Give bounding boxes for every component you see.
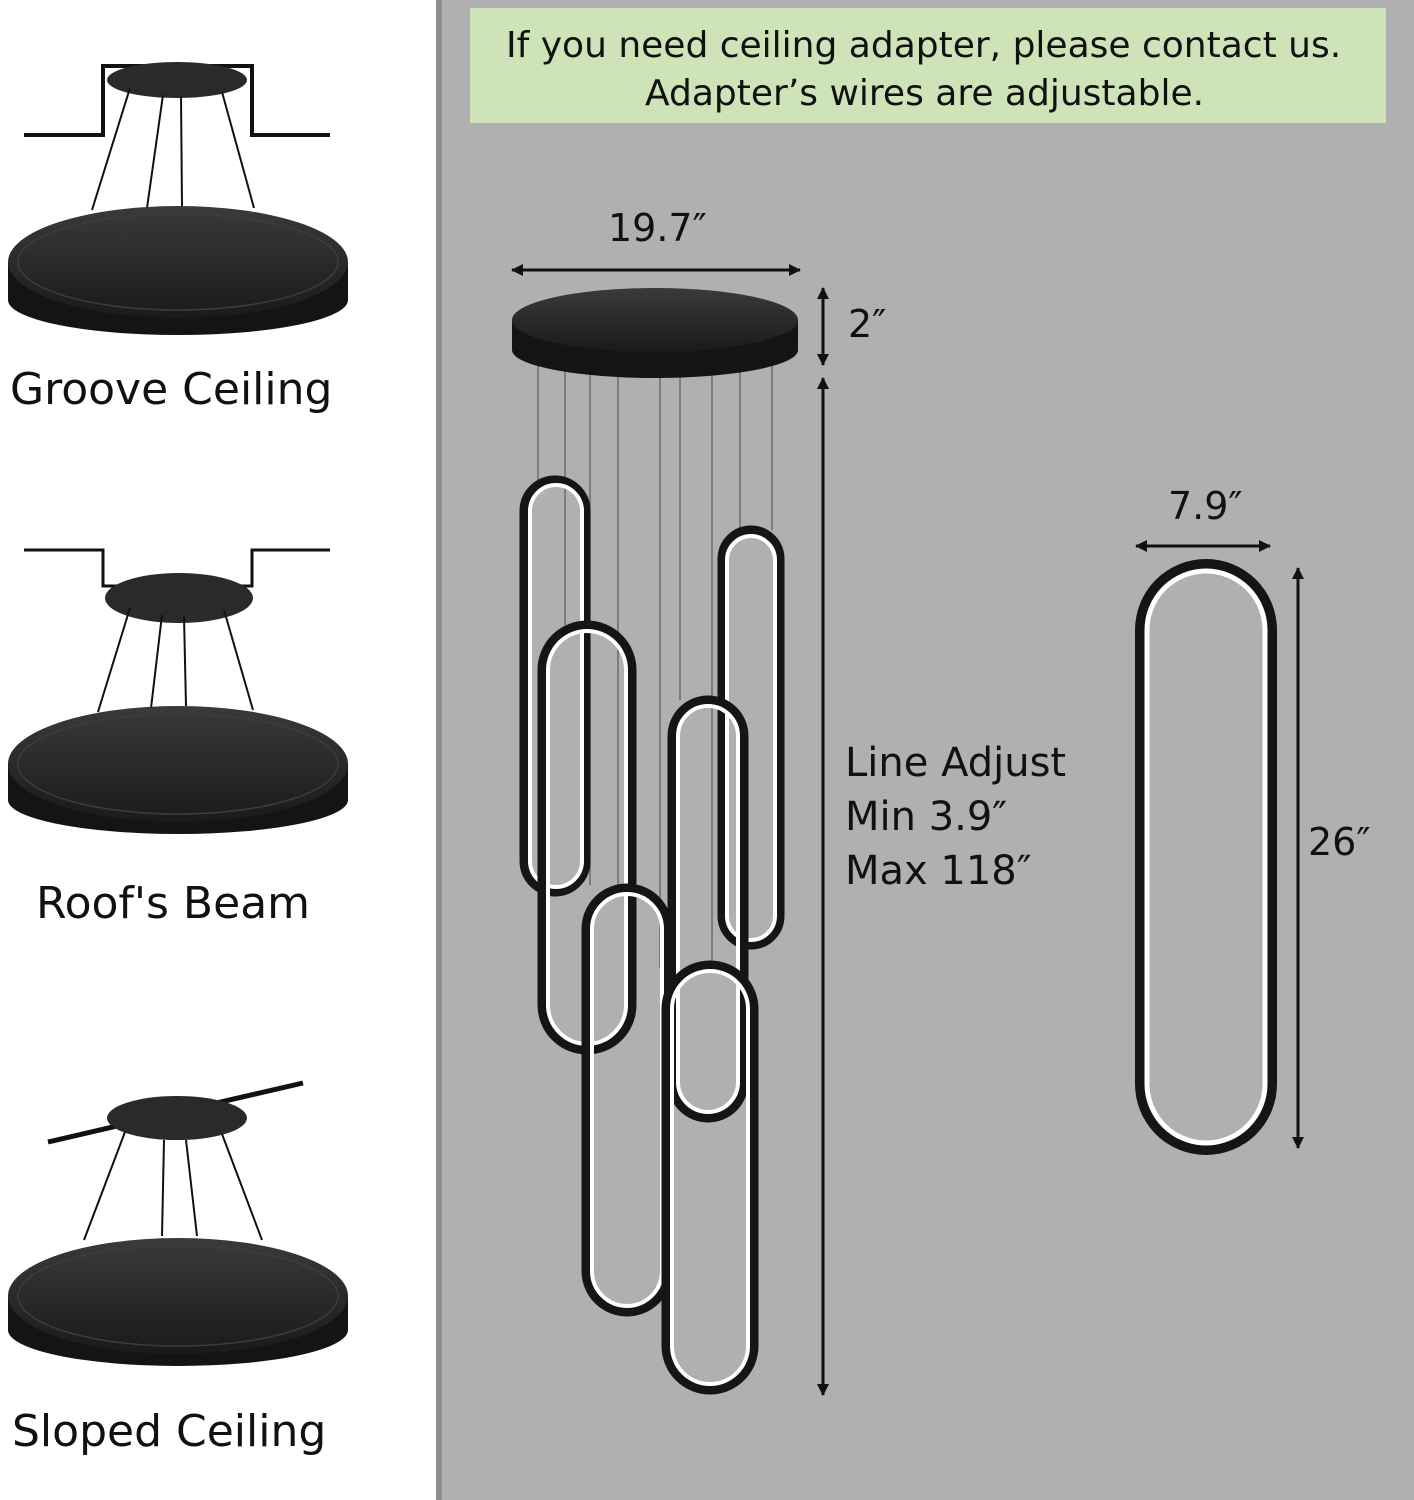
canopy-diameter-label: 19.7″ [608, 206, 707, 250]
sloped-canopy [107, 1096, 247, 1140]
ring-width-label: 7.9″ [1168, 484, 1243, 528]
beam-canopy [105, 573, 253, 623]
chandelier-canopy [512, 288, 798, 352]
groove-ceiling-diagram [8, 62, 348, 335]
single-ring-diagram [1135, 540, 1304, 1155]
notice-line-1: If you need ceiling adapter, please cont… [506, 25, 1342, 66]
adapter-notice: If you need ceiling adapter, please cont… [470, 8, 1386, 123]
line-adjust-min: Min 3.9″ [845, 794, 1008, 840]
ring-height-label: 26″ [1308, 820, 1371, 864]
canopy-height-label: 2″ [848, 302, 887, 346]
roofs-beam-label: Roof's Beam [36, 878, 311, 929]
groove-canopy [107, 62, 247, 98]
notice-line-2: Adapter’s wires are adjustable. [645, 73, 1205, 114]
line-adjust-block: Line Adjust Min 3.9″ Max 118″ [845, 736, 1066, 898]
line-adjust-title: Line Adjust [845, 740, 1067, 786]
panel-divider [436, 0, 442, 1500]
light-rings [519, 475, 785, 1395]
dimensions-panel [442, 0, 1414, 1500]
groove-disc [8, 206, 348, 318]
sloped-disc [8, 1238, 348, 1354]
sloped-ceiling-diagram [8, 1080, 348, 1366]
line-adjust-max: Max 118″ [845, 848, 1032, 894]
beam-disc [8, 706, 348, 822]
sloped-ceiling-label: Sloped Ceiling [12, 1406, 327, 1457]
roofs-beam-diagram [8, 548, 348, 834]
chandelier-diagram [511, 264, 829, 1396]
groove-ceiling-label: Groove Ceiling [10, 364, 333, 415]
